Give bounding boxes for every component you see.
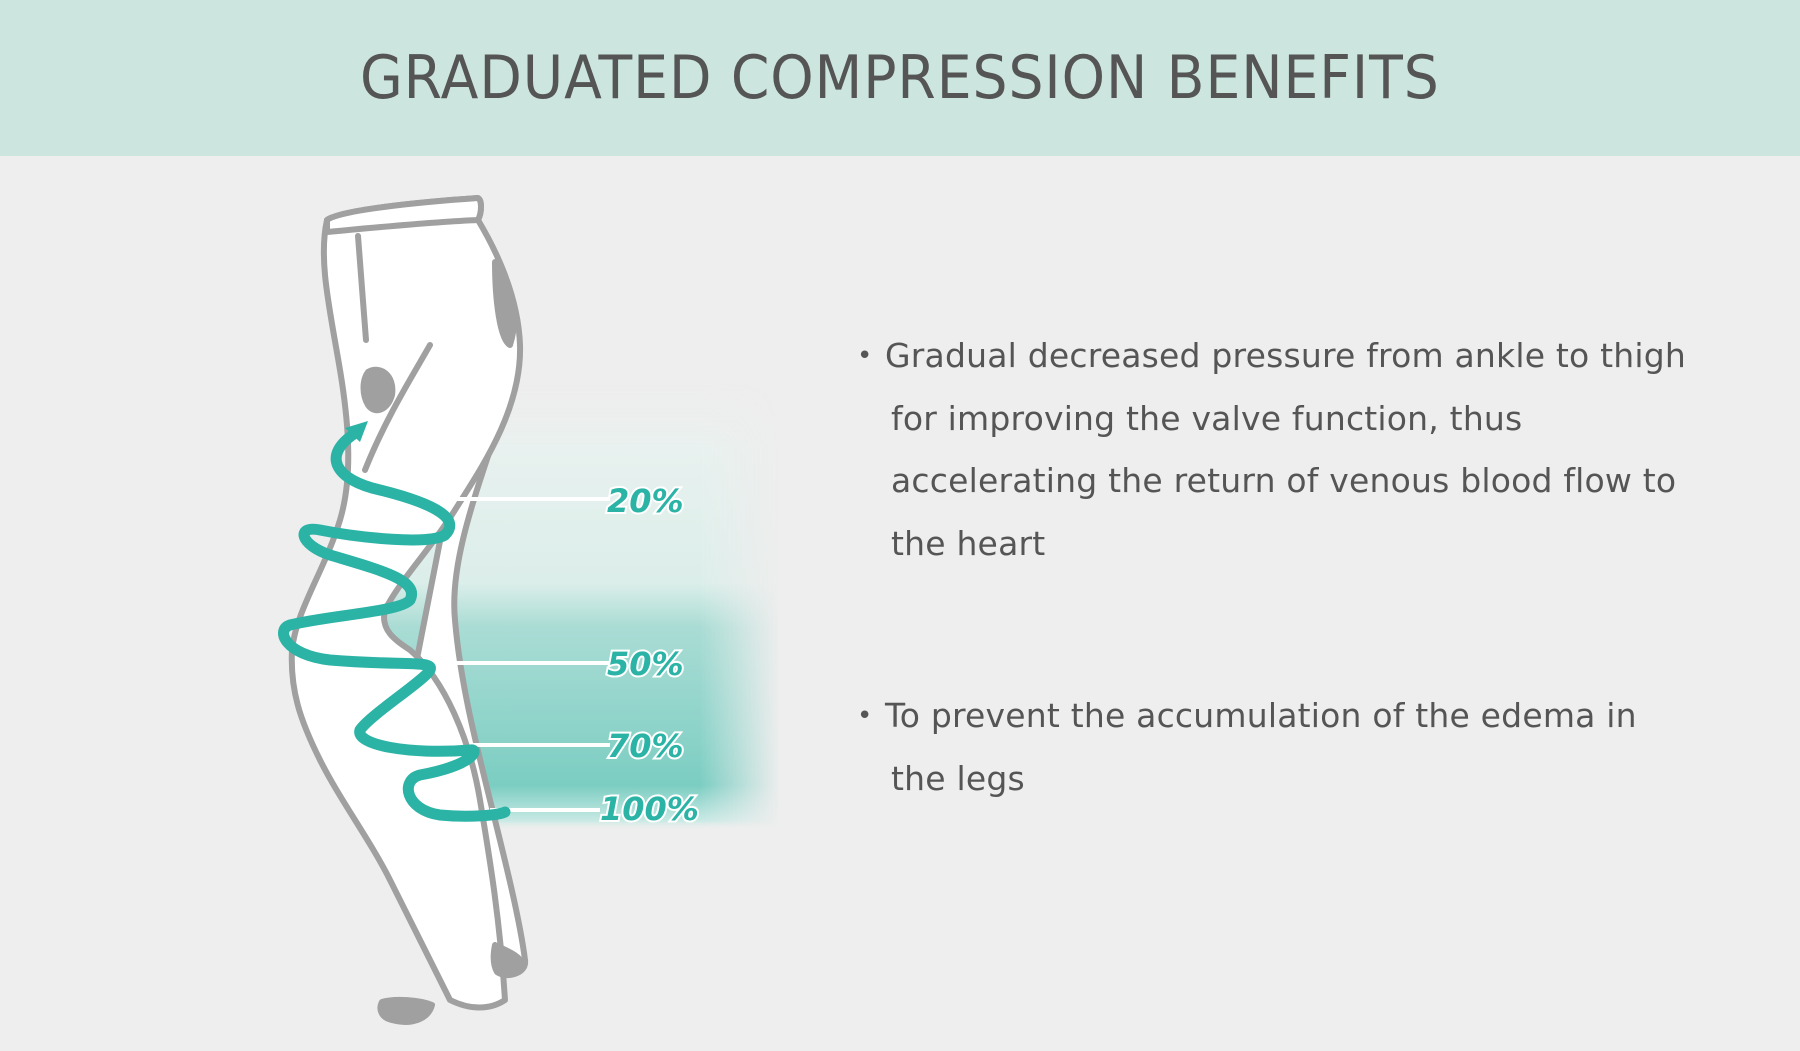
header-banner: GRADUATED COMPRESSION BENEFITS (0, 0, 1800, 156)
benefit-line: accelerating the return of venous blood … (891, 461, 1677, 500)
bullet-icon: • (857, 701, 873, 731)
benefit-item-edema: • To prevent the accumulation of the ede… (855, 685, 1711, 810)
benefit-item-pressure: • Gradual decreased pressure from ankle … (855, 325, 1711, 575)
compression-tights-leg-icon (288, 195, 529, 1025)
level-label-50: 50% (607, 645, 684, 683)
spiral-arrow-icon (278, 426, 511, 822)
benefit-line: the legs (891, 758, 1025, 798)
benefit-line: for improving the valve function, thus (891, 398, 1523, 438)
level-label-70: 70% (607, 727, 684, 765)
benefit-line: Gradual decreased pressure from ankle to… (885, 336, 1687, 375)
level-label-100: 100% (600, 790, 699, 828)
benefits-list: • Gradual decreased pressure from ankle … (855, 325, 1755, 920)
benefit-line: To prevent the accumulation of the edema… (885, 696, 1637, 735)
page-title: GRADUATED COMPRESSION BENEFITS (360, 43, 1440, 113)
benefit-line: the heart (891, 523, 1046, 563)
bullet-icon: • (857, 341, 873, 371)
spiral-arrowhead (345, 421, 368, 442)
level-label-20: 20% (607, 482, 684, 520)
